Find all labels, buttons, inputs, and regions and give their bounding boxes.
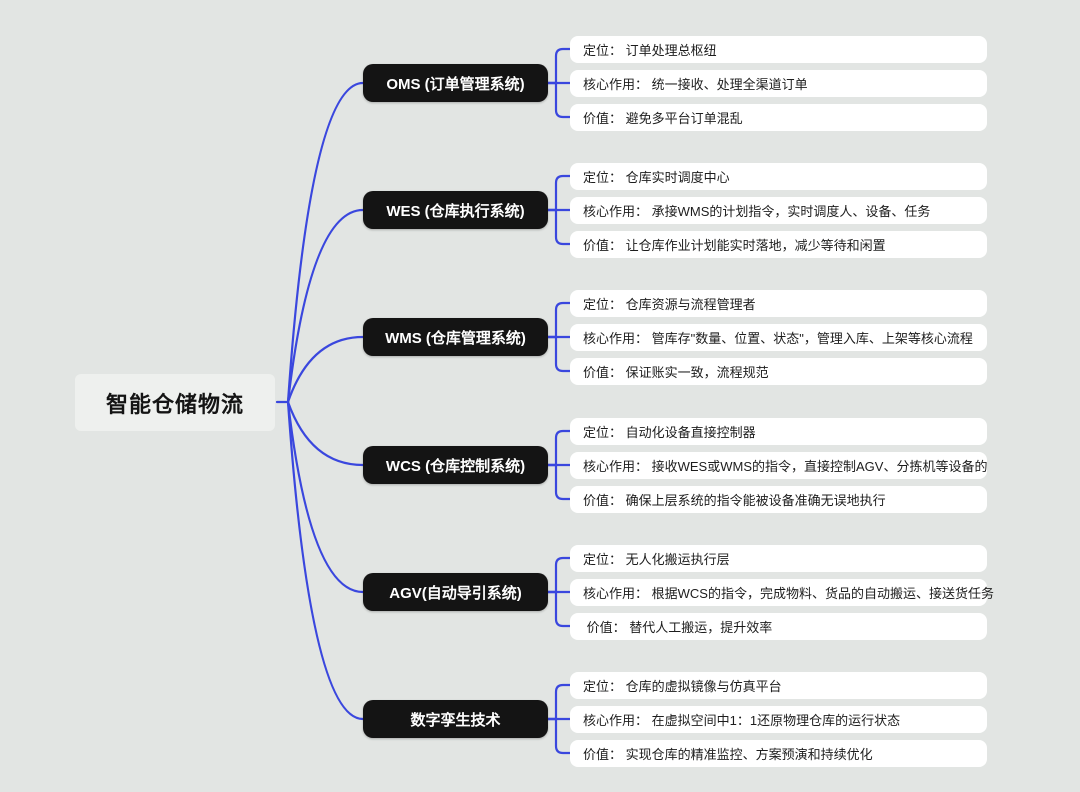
leaf-node[interactable]: 价值： 实现仓库的精准监控、方案预演和持续优化: [570, 739, 987, 767]
leaf-node[interactable]: 价值： 让仓库作业计划能实时落地，减少等待和闲置: [570, 230, 987, 258]
leaf-node[interactable]: 定位： 仓库资源与流程管理者: [570, 289, 987, 317]
leaf-node-text: 价值： 实现仓库的精准监控、方案预演和持续优化: [583, 746, 873, 762]
leaf-node-text: 价值： 替代人工搬运，提升效率: [583, 619, 773, 635]
branch-node-digital-twin[interactable]: 数字孪生技术: [363, 700, 548, 738]
branch-node-label: AGV(自动导引系统): [389, 584, 522, 602]
leaf-node[interactable]: 价值： 保证账实一致，流程规范: [570, 357, 987, 385]
leaf-node-text: 定位： 无人化搬运执行层: [583, 551, 730, 567]
branch-node-wcs[interactable]: WCS (仓库控制系统): [363, 446, 548, 484]
leaf-node-text: 定位： 仓库的虚拟镜像与仿真平台: [583, 678, 782, 694]
leaf-node[interactable]: 核心作用： 接收WES或WMS的指令，直接控制AGV、分拣机等设备的: [570, 451, 988, 479]
leaf-node-text: 定位： 自动化设备直接控制器: [583, 424, 756, 440]
leaf-node[interactable]: 核心作用： 根据WCS的指令，完成物料、货品的自动搬运、接送货任务: [570, 578, 994, 606]
leaf-node-text: 定位： 订单处理总枢纽: [583, 42, 717, 58]
branch-node-label: OMS (订单管理系统): [386, 75, 525, 93]
leaf-node[interactable]: 定位： 订单处理总枢纽: [570, 35, 987, 63]
leaf-node[interactable]: 核心作用： 承接WMS的计划指令，实时调度人、设备、任务: [570, 196, 987, 224]
branch-node-agv[interactable]: AGV(自动导引系统): [363, 573, 548, 611]
leaf-node-text: 价值： 确保上层系统的指令能被设备准确无误地执行: [583, 492, 886, 508]
branch-node-label: WES (仓库执行系统): [386, 202, 525, 220]
leaf-node-text: 价值： 让仓库作业计划能实时落地，减少等待和闲置: [583, 237, 886, 253]
branch-node-label: WCS (仓库控制系统): [385, 457, 526, 475]
branch-node-label: 数字孪生技术: [410, 711, 501, 729]
branch-node-wms[interactable]: WMS (仓库管理系统): [363, 318, 548, 356]
leaf-node-text: 核心作用： 接收WES或WMS的指令，直接控制AGV、分拣机等设备的: [583, 458, 988, 474]
leaf-node[interactable]: 定位： 无人化搬运执行层: [570, 544, 987, 572]
leaf-node-text: 核心作用： 承接WMS的计划指令，实时调度人、设备、任务: [583, 203, 931, 219]
leaf-node-text: 核心作用： 管库存"数量、位置、状态"，管理入库、上架等核心流程: [583, 330, 973, 346]
leaf-node[interactable]: 价值： 确保上层系统的指令能被设备准确无误地执行: [570, 485, 987, 513]
leaf-node[interactable]: 价值： 避免多平台订单混乱: [570, 103, 987, 131]
leaf-node[interactable]: 定位： 仓库的虚拟镜像与仿真平台: [570, 671, 987, 699]
leaf-node[interactable]: 核心作用： 在虚拟空间中1：1还原物理仓库的运行状态: [570, 705, 987, 733]
root-node-label: 智能仓储物流: [105, 391, 244, 417]
leaf-node[interactable]: 定位： 仓库实时调度中心: [570, 162, 987, 190]
leaf-node[interactable]: 核心作用： 管库存"数量、位置、状态"，管理入库、上架等核心流程: [570, 323, 987, 351]
root-node[interactable]: 智能仓储物流: [75, 374, 275, 431]
leaf-node-text: 定位： 仓库资源与流程管理者: [583, 296, 756, 312]
leaf-node-text: 核心作用： 在虚拟空间中1：1还原物理仓库的运行状态: [583, 712, 901, 728]
leaf-node[interactable]: 定位： 自动化设备直接控制器: [570, 417, 987, 445]
leaf-node-text: 核心作用： 统一接收、处理全渠道订单: [583, 76, 808, 92]
leaf-node[interactable]: 核心作用： 统一接收、处理全渠道订单: [570, 69, 987, 97]
branch-node-label: WMS (仓库管理系统): [385, 329, 526, 347]
leaf-node-text: 价值： 保证账实一致，流程规范: [583, 364, 769, 380]
leaf-node-text: 价值： 避免多平台订单混乱: [583, 110, 743, 126]
leaf-node[interactable]: 价值： 替代人工搬运，提升效率: [570, 612, 987, 640]
branch-node-wes[interactable]: WES (仓库执行系统): [363, 191, 548, 229]
leaf-node-text: 核心作用： 根据WCS的指令，完成物料、货品的自动搬运、接送货任务: [583, 585, 994, 601]
branch-node-oms[interactable]: OMS (订单管理系统): [363, 64, 548, 102]
leaf-node-text: 定位： 仓库实时调度中心: [583, 169, 730, 185]
